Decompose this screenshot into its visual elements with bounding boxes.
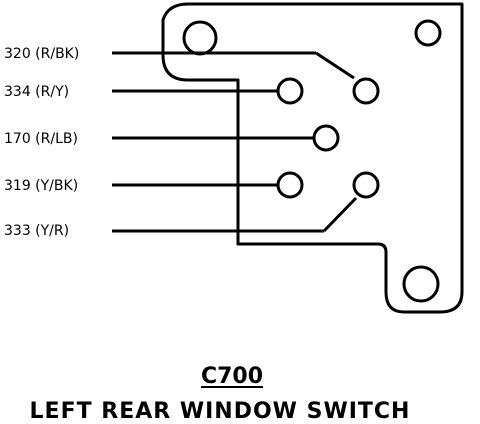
switch-housing-outline — [161, 2, 464, 314]
wire-label-170: 170 (R/LB) — [4, 131, 78, 147]
wire-label-334: 334 (R/Y) — [4, 84, 69, 100]
mounting-hole-bottom — [402, 265, 440, 303]
terminal-170 — [312, 124, 340, 152]
component-name: LEFT REAR WINDOW SWITCH — [30, 399, 411, 424]
mounting-hole-top-left — [182, 20, 218, 56]
wire-label-333: 333 (Y/R) — [4, 223, 69, 239]
wire-label-319: 319 (Y/BK) — [4, 178, 78, 194]
mounting-hole-top-right — [414, 19, 442, 47]
wire-319: 319 (Y/BK) — [4, 171, 304, 199]
wire-333: 333 (Y/R) — [4, 171, 380, 239]
wire-320: 320 (R/BK) — [4, 46, 380, 105]
terminal-320 — [352, 77, 380, 105]
connector-id: C700 — [201, 364, 263, 389]
terminal-333 — [352, 171, 380, 199]
terminal-334 — [276, 77, 304, 105]
wire-label-320: 320 (R/BK) — [4, 46, 79, 62]
terminal-319 — [276, 171, 304, 199]
wire-170: 170 (R/LB) — [4, 124, 340, 152]
wire-334: 334 (R/Y) — [4, 77, 304, 105]
